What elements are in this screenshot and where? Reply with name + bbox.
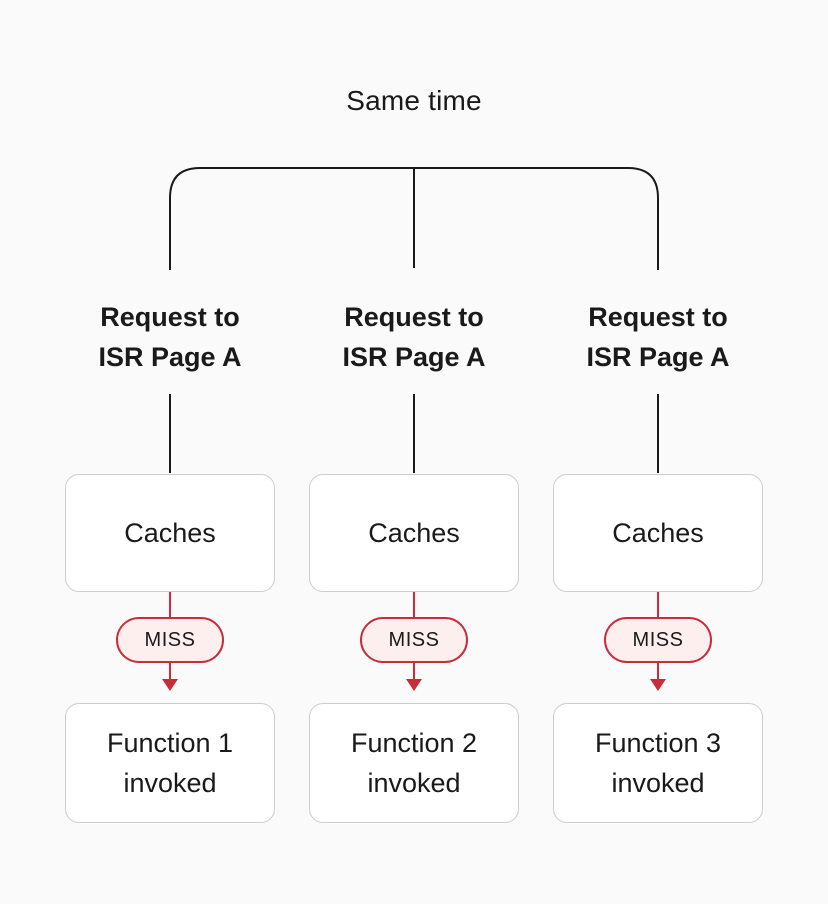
- caches-label: Caches: [368, 518, 460, 548]
- flow-column-1: Request to ISR Page A Caches MISS Functi…: [65, 0, 275, 904]
- miss-badge: MISS: [116, 617, 224, 663]
- caches-box: Caches: [553, 474, 763, 592]
- function-label: Function 1 invoked: [106, 728, 234, 798]
- function-box: Function 1 invoked: [65, 703, 275, 823]
- function-box: Function 3 invoked: [553, 703, 763, 823]
- request-label: Request to ISR Page A: [98, 302, 242, 372]
- arrow-down-icon: [406, 679, 422, 691]
- flow-column-2: Request to ISR Page A Caches MISS Functi…: [309, 0, 519, 904]
- request-label: Request to ISR Page A: [342, 302, 486, 372]
- connector-line: [657, 394, 659, 473]
- arrow-down-icon: [650, 679, 666, 691]
- miss-connector-top: [413, 591, 415, 619]
- connector-line: [413, 394, 415, 473]
- split-bracket-path: [169, 167, 659, 270]
- miss-badge: MISS: [604, 617, 712, 663]
- caches-label: Caches: [612, 518, 704, 548]
- function-label: Function 2 invoked: [350, 728, 478, 798]
- miss-connector-bottom: [657, 661, 659, 680]
- miss-badge: MISS: [360, 617, 468, 663]
- flow-column-3: Request to ISR Page A Caches MISS Functi…: [553, 0, 763, 904]
- caches-box: Caches: [309, 474, 519, 592]
- miss-label: MISS: [632, 628, 684, 651]
- connector-line: [169, 394, 171, 473]
- request-label: Request to ISR Page A: [586, 302, 730, 372]
- function-label: Function 3 invoked: [594, 728, 722, 798]
- miss-label: MISS: [388, 628, 440, 651]
- caches-box: Caches: [65, 474, 275, 592]
- miss-label: MISS: [144, 628, 196, 651]
- function-box: Function 2 invoked: [309, 703, 519, 823]
- caches-label: Caches: [124, 518, 216, 548]
- diagram-title: Same time: [346, 85, 482, 116]
- miss-connector-top: [657, 591, 659, 619]
- miss-connector-bottom: [413, 661, 415, 680]
- arrow-down-icon: [162, 679, 178, 691]
- miss-connector-bottom: [169, 661, 171, 680]
- miss-connector-top: [169, 591, 171, 619]
